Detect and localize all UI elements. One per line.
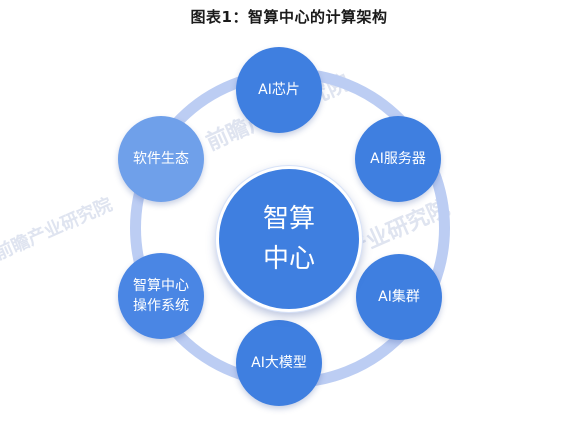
watermark: 前瞻产业研究院 — [0, 194, 116, 265]
node-label: AI芯片 — [258, 82, 300, 98]
page-title: 图表1：智算中心的计算架构 — [190, 8, 388, 26]
center-node: 智算 中心 — [216, 166, 362, 312]
node-ai-server: AI服务器 — [355, 116, 441, 202]
node-label-line1: 智算中心 — [133, 278, 189, 294]
node-ai-model: AI大模型 — [236, 320, 322, 406]
node-label: 软件生态 — [133, 151, 189, 167]
node-ai-chip: AI芯片 — [236, 47, 322, 133]
node-os: 智算中心 操作系统 — [118, 253, 204, 339]
node-ecosystem: 软件生态 — [118, 116, 204, 202]
node-label: AI集群 — [378, 289, 420, 305]
node-label: AI大模型 — [251, 355, 307, 371]
node-label: AI服务器 — [370, 151, 426, 167]
center-label-line1: 智算 — [262, 204, 315, 234]
center-label-line2: 中心 — [262, 244, 315, 274]
node-ai-cluster: AI集群 — [356, 254, 442, 340]
node-label-line2: 操作系统 — [133, 298, 189, 314]
